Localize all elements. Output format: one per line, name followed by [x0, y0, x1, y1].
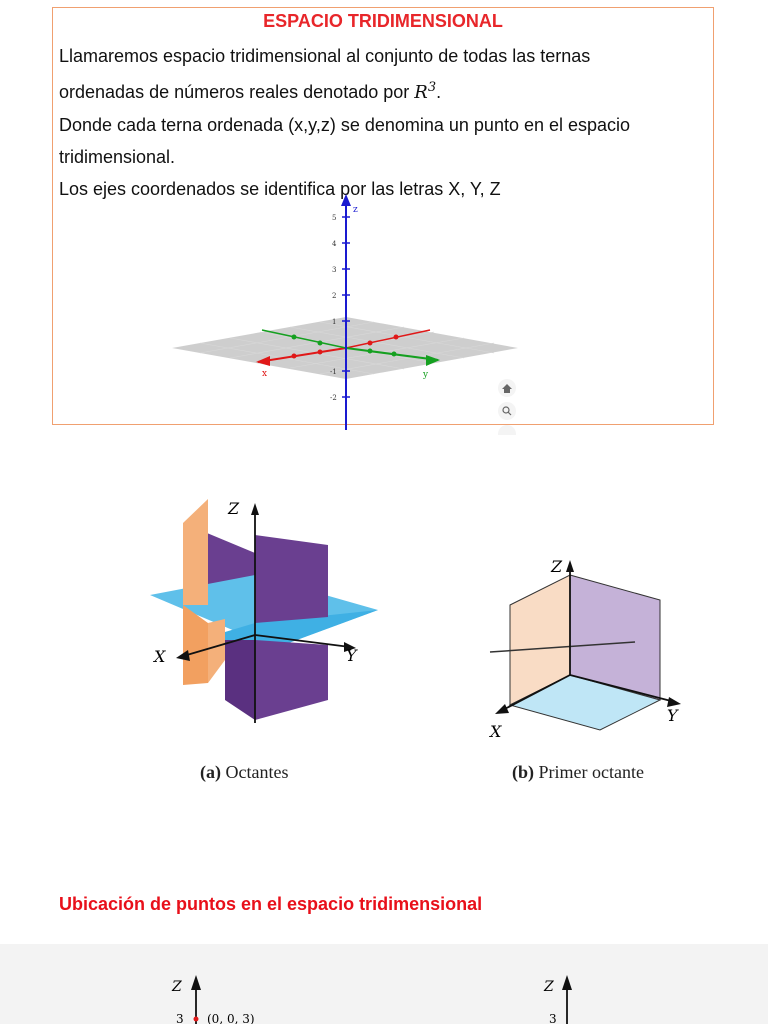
caption-b-text: Primer octante [534, 762, 644, 782]
x-axis-arrow [176, 650, 190, 661]
zoom-icon[interactable] [498, 402, 516, 420]
y-axis-arrow [426, 355, 440, 366]
x-axis-arrow [256, 356, 270, 366]
line-5: Los ejes coordenados se identifica por l… [59, 179, 501, 199]
y-axis-label-b: Y [667, 706, 679, 725]
z-ticks [342, 216, 350, 398]
line-2-period: . [436, 82, 442, 102]
fullscreen-icon[interactable] [498, 425, 516, 435]
xy-plane-light [205, 610, 378, 648]
z-tick-5: 5 [332, 214, 336, 222]
tick-left: 3 [176, 1012, 184, 1024]
point-label: (0, 0, 3) [207, 1012, 255, 1024]
z-tick-4: 4 [332, 240, 337, 248]
z-label-left: Z [171, 979, 182, 995]
z-tick-1: 1 [332, 318, 336, 326]
x-axis-label: x [262, 369, 267, 379]
caption-a-text: Octantes [221, 762, 289, 782]
caption-octantes: (a) Octantes [200, 762, 288, 783]
y-axis-label: Y [346, 646, 358, 665]
line-1: Llamaremos espacio tridimensional al con… [59, 46, 591, 66]
y-axis-neg [261, 329, 347, 349]
z-axis-left-arrow [191, 975, 201, 990]
line-2-text: ordenadas de números reales denotado por [59, 82, 415, 102]
yz-plane-lower [255, 640, 328, 720]
octants-figure: Z X Y [150, 499, 378, 723]
x-axis-label: X [152, 647, 166, 666]
yz-plane-front [255, 535, 328, 623]
yz-plane-mid [225, 640, 255, 720]
point-003 [193, 1016, 199, 1022]
z-axis-right-arrow [562, 975, 572, 990]
x-axis [179, 634, 256, 658]
line-3: Donde cada terna ordenada (x,y,z) se den… [59, 115, 631, 135]
x-axis-neg [345, 329, 431, 349]
line-4: tridimensional. [59, 147, 176, 167]
xz-plane-lower-left [183, 605, 208, 685]
x-axis [498, 674, 571, 713]
z-tick-neg2: -2 [330, 394, 337, 402]
x-axis-arrow [495, 704, 509, 714]
inner-line [489, 641, 636, 653]
y-axis-label: y [422, 370, 429, 380]
z-axis-arrow [566, 560, 574, 572]
axis-tick-points [291, 334, 399, 359]
page-title: ESPACIO TRIDIMENSIONAL [263, 11, 503, 31]
bottom-figure-area: Z 3 (0, 0, 3) Z 3 [0, 944, 768, 1024]
first-octant-figure: Z X Y [488, 557, 681, 740]
y-axis-arrow [667, 697, 681, 707]
section-title: Ubicación de puntos en el espacio tridim… [59, 894, 483, 914]
r-letter: R [414, 82, 428, 103]
xz-plane [183, 499, 208, 605]
z-axis-label: z [353, 205, 358, 215]
line-2: ordenadas de números reales denotado por… [59, 72, 709, 109]
y-axis [569, 674, 676, 703]
point-location-figure: Z 3 (0, 0, 3) Z 3 [171, 975, 572, 1024]
caption-b-letter: (b) [512, 762, 534, 782]
z-label-right: Z [543, 979, 554, 995]
x-axis [257, 347, 347, 363]
y-axis-arrow [344, 642, 356, 652]
xz-plane-lower [208, 619, 225, 683]
home-icon[interactable] [498, 379, 516, 397]
z-tick-3: 3 [332, 266, 336, 274]
definition-box: ESPACIO TRIDIMENSIONAL Llamaremos espaci… [52, 7, 714, 425]
z-axis-label-b: Z [550, 557, 563, 576]
z-axis-label: Z [227, 499, 240, 518]
x-axis-label-b: X [488, 722, 502, 740]
caption-primer-octante: (b) Primer octante [512, 762, 644, 783]
tick-right: 3 [549, 1012, 557, 1024]
caption-a-letter: (a) [200, 762, 221, 782]
z-axis-arrow [251, 503, 259, 515]
z-axis-arrow [341, 194, 351, 206]
y-axis [254, 634, 351, 648]
r3-symbol: R3 [414, 80, 437, 103]
z-tick-neg1: -1 [330, 368, 337, 376]
z-tick-labels: 5 4 3 2 1 -1 -2 [330, 214, 337, 402]
z-tick-2: 2 [332, 292, 336, 300]
geogebra-3d-graph: 5 4 3 2 1 -1 -2 z x y [172, 194, 518, 435]
r-exponent: 3 [427, 80, 437, 95]
definition-text: Llamaremos espacio tridimensional al con… [59, 40, 709, 205]
